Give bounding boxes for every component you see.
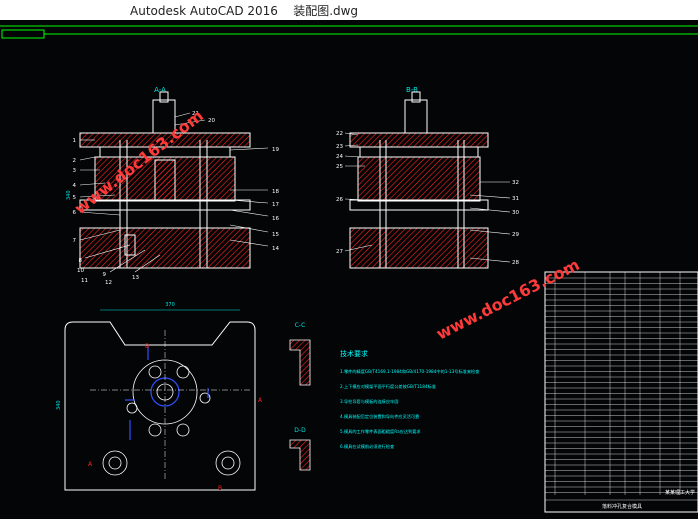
section-label: A: [88, 461, 93, 468]
section-label: B: [218, 485, 222, 492]
tech-requirement: 1.零件的精度GB/T4169.1-1984和GB/4170-1984中的1-1…: [340, 368, 480, 375]
tech-requirements-title: 技术要求: [340, 349, 368, 358]
part-number: 20: [208, 118, 215, 124]
section-c-label: C-C: [295, 322, 306, 329]
table-school: 某某理工大学: [665, 489, 695, 496]
tech-requirement: 3.导柱导套与模板的连接应牢固: [340, 398, 398, 405]
part-number: 9: [103, 272, 107, 278]
drawing-canvas[interactable]: A-A: [0, 20, 698, 519]
part-number: 7: [73, 238, 77, 244]
part-number: 3: [73, 168, 77, 174]
section-label: B: [145, 343, 149, 350]
part-number: 16: [272, 216, 279, 222]
side-view[interactable]: B-B 22 23: [336, 86, 519, 269]
part-number: 17: [272, 202, 279, 208]
part-number: 24: [336, 154, 343, 160]
part-number: 15: [272, 232, 279, 238]
part-number: 27: [336, 249, 343, 255]
part-number: 30: [512, 210, 519, 216]
part-number: 13: [132, 275, 139, 281]
title-bar: Autodesk AutoCAD 2016 装配图.dwg: [0, 0, 698, 20]
part-number: 26: [336, 197, 343, 203]
part-number: 21: [192, 111, 199, 117]
part-number: 28: [512, 260, 519, 266]
part-number: 18: [272, 189, 279, 195]
cad-drawing[interactable]: A-A: [0, 20, 698, 519]
side-view-label: B-B: [406, 86, 418, 94]
tech-requirement: 5.模具的工作零件表面粗糙度Ra应达到要求: [340, 428, 421, 435]
part-number: 1: [73, 138, 77, 144]
tech-requirement: 6.模具在试模前必须进行检查: [340, 443, 395, 450]
part-number: 5: [73, 195, 77, 201]
section-label: A: [258, 397, 263, 404]
tech-requirement: 2.上下模应对模架平面平行度公差按GB/T1184标准: [340, 383, 436, 390]
part-number: 14: [272, 246, 279, 252]
part-number: 19: [272, 147, 279, 153]
plan-view[interactable]: 370 A A B B: [56, 302, 263, 492]
part-number: 25: [336, 164, 343, 170]
section-d-label: D-D: [294, 427, 306, 434]
part-number: 29: [512, 232, 519, 238]
part-number: 2: [73, 158, 77, 164]
part-number: 11: [81, 278, 88, 284]
technical-requirements: 技术要求 1.零件的精度GB/T4169.1-1984和GB/4170-1984…: [340, 349, 480, 450]
section-details[interactable]: C-C D-D: [289, 322, 311, 471]
width-dimension: 370: [165, 302, 175, 308]
part-number: 4: [73, 183, 77, 189]
part-number: 23: [336, 144, 343, 150]
parts-table[interactable]: 落料冲孔复合模具 某某理工大学: [544, 271, 698, 513]
main-view[interactable]: A-A: [66, 86, 279, 286]
part-number: 32: [512, 180, 519, 186]
part-number: 8: [79, 258, 83, 264]
window-title: Autodesk AutoCAD 2016 装配图.dwg: [130, 4, 359, 18]
drawing-frame: [0, 25, 698, 39]
height-dimension: 340: [66, 190, 72, 200]
part-number: 10: [77, 268, 84, 274]
part-number: 6: [73, 210, 77, 216]
part-number: 22: [336, 131, 343, 137]
part-number: 12: [105, 280, 112, 286]
part-number: 31: [512, 196, 519, 202]
tech-requirement: 4.模具装配后定位装置和导向件应灵活可靠: [340, 413, 419, 420]
table-title: 落料冲孔复合模具: [602, 503, 642, 510]
height-dimension-plan: 340: [56, 400, 62, 410]
main-view-label: A-A: [154, 86, 166, 94]
